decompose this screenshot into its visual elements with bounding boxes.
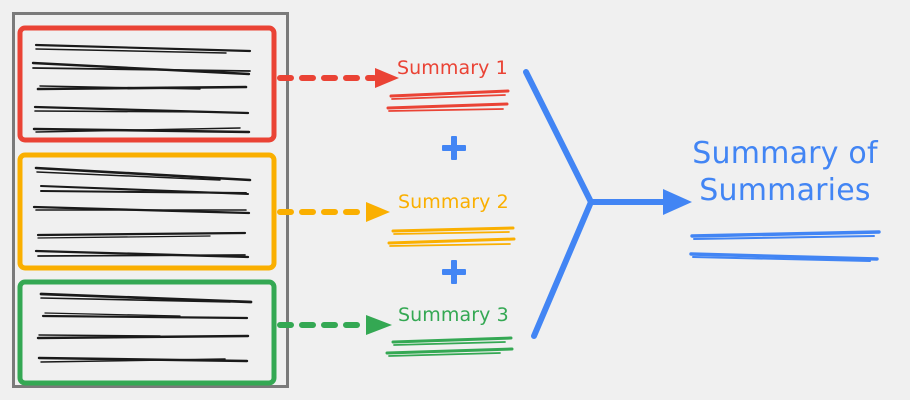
plus-sign-1 (442, 136, 466, 160)
summary-2-underline (387, 226, 516, 247)
summary-of-summaries-underline (689, 230, 881, 262)
section-box-yellow (17, 152, 277, 271)
summary-3-label: Summary 3 (398, 304, 509, 326)
section-box-red (17, 25, 277, 143)
dashed-arrow-yellow (277, 202, 390, 222)
merge-arrow (523, 69, 668, 339)
summary-of-summaries-line-1: Summary of (692, 136, 878, 171)
dashed-arrow-green (277, 315, 392, 335)
source-document-frame (12, 12, 289, 388)
plus-sign-2 (442, 260, 466, 284)
summary-2-label: Summary 2 (398, 191, 509, 213)
section-red-text-lines (31, 43, 252, 134)
summary-of-summaries-title: Summary of Summaries (686, 136, 884, 209)
section-box-green (17, 279, 277, 386)
summary-1-label: Summary 1 (397, 57, 508, 79)
summary-1-underline (386, 89, 510, 112)
section-green-text-lines (36, 292, 253, 363)
summary-of-summaries-line-2: Summaries (699, 172, 871, 208)
merge-arrow-head (663, 189, 692, 215)
summary-3-underline (385, 336, 514, 357)
dashed-arrow-red (277, 68, 399, 88)
section-yellow-text-lines (32, 166, 252, 259)
